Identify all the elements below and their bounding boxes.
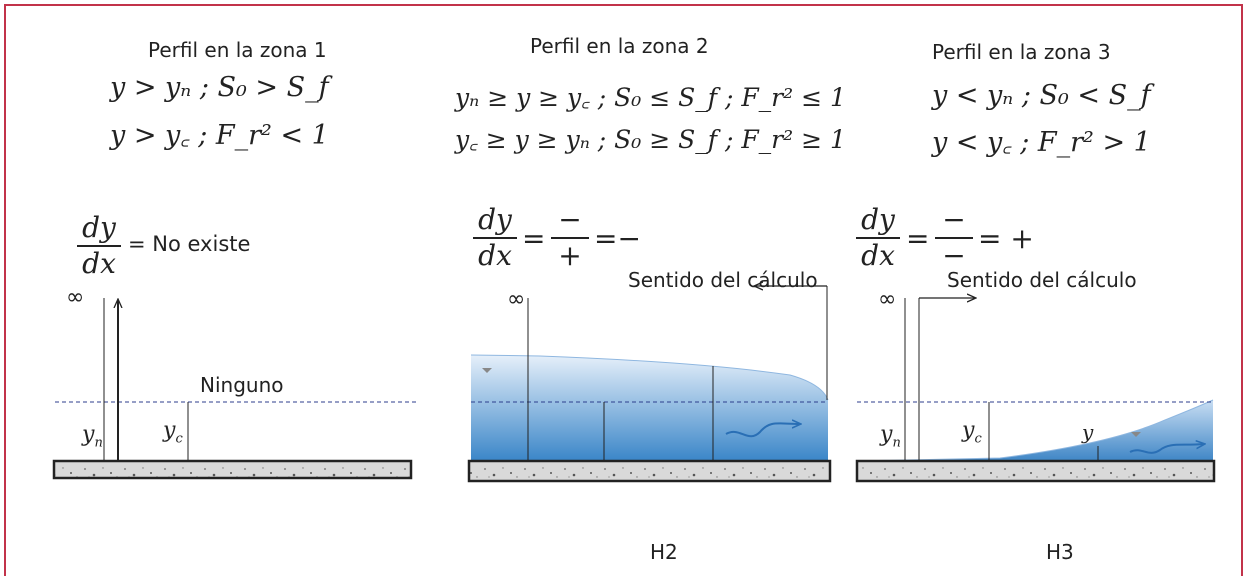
zone1-condition-2: y > y꜀ ; F_r² < 1: [110, 120, 329, 151]
zone2-dydx: dy dx: [470, 203, 520, 273]
zone1-condition-1: y > yₙ ; S₀ > S_f: [110, 72, 329, 103]
zone2-sign-fraction: − +: [548, 203, 592, 273]
zone2-result: =−: [594, 222, 641, 255]
zone3-condition-2: y < y꜀ ; F_r² > 1: [932, 127, 1151, 158]
yc-subscript: c: [175, 431, 183, 447]
zone3-title: Perfil en la zona 3: [932, 40, 1111, 64]
zone2-title: Perfil en la zona 2: [530, 34, 709, 58]
zone2-condition-2: y꜀ ≥ y ≥ yₙ ; S₀ ≥ S_f ; F_r² ≥ 1: [455, 125, 846, 154]
zone1-drawing: [52, 298, 418, 480]
dydx-numerator: dy: [478, 203, 512, 236]
zone1-yn-label: yn: [82, 422, 103, 450]
sign-denominator: −: [942, 239, 966, 272]
zone3-yc-label: yc: [962, 418, 982, 446]
zone2-condition-1: yₙ ≥ y ≥ y꜀ ; S₀ ≤ S_f ; F_r² ≤ 1: [455, 83, 846, 112]
yn-subscript: n: [94, 435, 103, 451]
zone2-caption: H2: [650, 540, 678, 564]
dydx-denominator: dx: [82, 247, 116, 280]
fraction-bar: [856, 237, 900, 239]
zone1-dydx-result: = No existe: [128, 232, 251, 256]
zone1-channel-bed: [52, 459, 413, 480]
dydx-denominator: dx: [861, 239, 895, 272]
zone1-yc-label: yc: [163, 418, 183, 446]
yn-letter: y: [82, 422, 95, 447]
zone2-infinity: ∞: [507, 287, 526, 312]
fraction-bar: [77, 245, 121, 247]
zone1-title: Perfil en la zona 1: [148, 38, 327, 62]
zone3-water-body: [857, 400, 1213, 461]
zone1-infinity: ∞: [66, 285, 85, 310]
zone3-dydx: dy dx: [853, 203, 903, 273]
zone2-drawing: [467, 286, 832, 483]
zone3-condition-1: y < yₙ ; S₀ < S_f: [932, 80, 1151, 111]
yc-letter: y: [163, 418, 176, 443]
fraction-bar: [935, 237, 973, 239]
zone2-flow-arrow: [725, 423, 800, 438]
zone2-water-level-marker: [482, 368, 492, 373]
yn-subscript: n: [892, 435, 901, 451]
figure-frame: [4, 4, 1243, 576]
zone2-channel-bed: [467, 459, 832, 483]
zone1-dydx: dy dx: [74, 211, 124, 281]
sign-numerator: −: [558, 203, 582, 236]
fraction-bar: [473, 237, 517, 239]
yn-letter: y: [880, 422, 893, 447]
zone2-water-surface: [470, 354, 829, 401]
yc-subscript: c: [974, 431, 982, 447]
zone3-yn-label: yn: [880, 422, 901, 450]
zone2-water-body: [471, 355, 828, 461]
zone3-caption: H3: [1046, 540, 1074, 564]
dydx-numerator: dy: [82, 211, 116, 244]
zone3-result: = +: [978, 222, 1034, 255]
zone3-flow-arrow: [1129, 444, 1204, 454]
yc-letter: y: [962, 418, 975, 443]
zone3-infinity: ∞: [878, 287, 897, 312]
zone3-drawing: [855, 298, 1216, 483]
zone3-direction-label: Sentido del cálculo: [947, 268, 1137, 292]
zone3-water-level-marker: [1131, 432, 1141, 437]
zone3-equals: =: [906, 222, 930, 255]
zone3-y-label: y: [1082, 420, 1094, 444]
zone3-water-surface: [856, 399, 1214, 462]
fraction-bar: [551, 237, 589, 239]
zone2-direction-label: Sentido del cálculo: [628, 268, 818, 292]
zone1-ninguno-label: Ninguno: [200, 373, 284, 397]
zone3-channel-bed: [855, 459, 1216, 483]
dydx-denominator: dx: [478, 239, 512, 272]
zone2-equals: =: [522, 222, 546, 255]
zone3-sign-fraction: − −: [932, 203, 976, 273]
dydx-numerator: dy: [861, 203, 895, 236]
sign-denominator: +: [558, 239, 582, 272]
sign-numerator: −: [942, 203, 966, 236]
